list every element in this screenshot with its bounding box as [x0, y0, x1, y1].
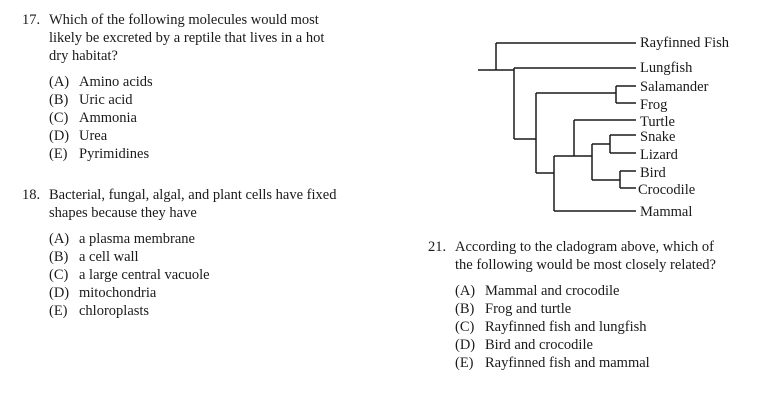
answer-choice: (C) Ammonia: [49, 109, 367, 127]
answer-choice: (D) Urea: [49, 127, 367, 145]
cladogram-tree: [478, 42, 636, 212]
question-21: 21. According to the cladogram above, wh…: [428, 238, 763, 372]
answer-choice: (D) Bird and crocodile: [455, 336, 763, 354]
answer-choice: (B) Frog and turtle: [455, 300, 763, 318]
answer-choice: (C) a large central vacuole: [49, 266, 387, 284]
choice-letter: (C): [49, 267, 69, 283]
taxon-label: Mammal: [640, 204, 693, 220]
choice-letter: (C): [455, 319, 475, 335]
cladogram: Rayfinned Fish Lungfish Salamander Frog …: [470, 28, 770, 228]
choice-text: Mammal and crocodile: [485, 283, 620, 299]
question-number: 17.: [22, 12, 41, 28]
question-header: 21. According to the cladogram above, wh…: [428, 238, 763, 274]
question-stem-line: dry habitat?: [49, 48, 118, 64]
question-number: 18.: [22, 187, 41, 203]
choice-letter: (A): [49, 231, 70, 247]
choice-text: Bird and crocodile: [485, 337, 593, 353]
question-stem-line: shapes because they have: [49, 205, 197, 221]
answer-choice: (E) Pyrimidines: [49, 145, 367, 163]
choice-letter: (D): [455, 337, 476, 353]
choice-text: Pyrimidines: [79, 146, 150, 162]
taxon-label: Frog: [640, 97, 668, 113]
answer-choice: (B) Uric acid: [49, 91, 367, 109]
answer-choice: (A) Amino acids: [49, 73, 367, 91]
taxon-label: Crocodile: [638, 182, 696, 198]
choice-letter: (E): [49, 303, 68, 319]
answer-choice: (A) Mammal and crocodile: [455, 282, 763, 300]
question-header: 17. Which of the following molecules wou…: [22, 11, 367, 65]
taxon-label: Turtle: [640, 114, 675, 130]
taxon-label: Lungfish: [640, 60, 693, 76]
answer-choice: (D) mitochondria: [49, 284, 387, 302]
choice-letter: (C): [49, 110, 69, 126]
answer-choices: (A) Amino acids (B) Uric acid (C) Ammonia (…: [22, 73, 367, 163]
answer-choice: (E) chloroplasts: [49, 302, 387, 320]
choice-letter: (B): [49, 92, 69, 108]
question-stem-line: According to the cladogram above, which …: [455, 239, 714, 255]
question-stem-line: Which of the following molecules would m…: [49, 12, 319, 28]
choice-text: Rayfinned fish and lungfish: [485, 319, 647, 335]
choice-text: mitochondria: [79, 285, 157, 301]
choice-letter: (E): [455, 355, 474, 371]
choice-letter: (B): [49, 249, 69, 265]
choice-text: Amino acids: [79, 74, 153, 90]
answer-choices: (A) a plasma membrane (B) a cell wall (C) a…: [22, 230, 387, 320]
choice-text: a large central vacuole: [79, 267, 210, 283]
taxon-label: Bird: [640, 165, 666, 181]
answer-choice: (B) a cell wall: [49, 248, 387, 266]
choice-text: Uric acid: [79, 92, 133, 108]
choice-text: Urea: [79, 128, 108, 144]
choice-text: chloroplasts: [79, 303, 150, 319]
choice-letter: (A): [455, 283, 476, 299]
taxon-label: Salamander: [640, 79, 709, 95]
choice-letter: (E): [49, 146, 68, 162]
question-stem-line: the following would be most closely rela…: [455, 257, 716, 273]
question-number: 21.: [428, 239, 447, 255]
taxon-label: Rayfinned Fish: [640, 35, 730, 51]
answer-choice: (A) a plasma membrane: [49, 230, 387, 248]
answer-choices: (A) Mammal and crocodile (B) Frog and turt…: [428, 282, 763, 372]
choice-text: Rayfinned fish and mammal: [485, 355, 650, 371]
choice-text: a cell wall: [79, 249, 139, 265]
choice-letter: (B): [455, 301, 475, 317]
taxon-label: Snake: [640, 129, 676, 145]
choice-letter: (D): [49, 128, 70, 144]
taxon-label: Lizard: [640, 147, 678, 163]
choice-text: Ammonia: [79, 110, 137, 126]
choice-letter: (A): [49, 74, 70, 90]
choice-text: a plasma membrane: [79, 231, 195, 247]
choice-text: Frog and turtle: [485, 301, 572, 317]
choice-letter: (D): [49, 285, 70, 301]
question-header: 18. Bacterial, fungal, algal, and plant …: [22, 186, 387, 222]
answer-choice: (E) Rayfinned fish and mammal: [455, 354, 763, 372]
answer-choice: (C) Rayfinned fish and lungfish: [455, 318, 763, 336]
question-stem-line: likely be excreted by a reptile that liv…: [49, 30, 325, 46]
question-18: 18. Bacterial, fungal, algal, and plant …: [22, 186, 387, 320]
question-17: 17. Which of the following molecules wou…: [22, 11, 367, 163]
question-stem-line: Bacterial, fungal, algal, and plant cell…: [49, 187, 337, 203]
